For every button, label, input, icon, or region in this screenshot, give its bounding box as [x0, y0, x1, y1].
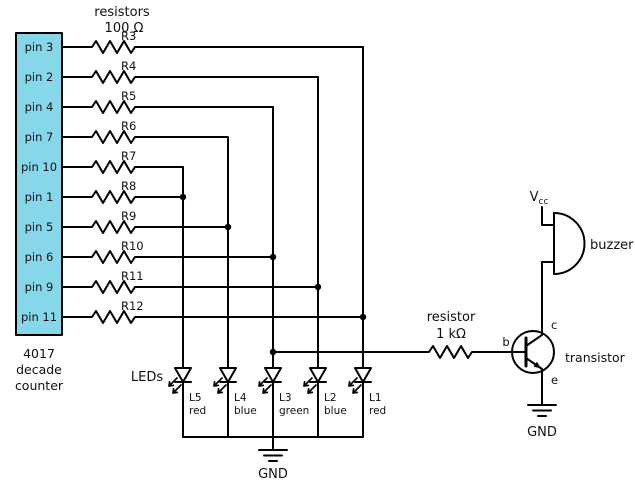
led-cathode-bus: [182, 381, 364, 438]
resistor-bank-title: resistors: [94, 5, 150, 20]
resistor-r11-symbol: [87, 280, 141, 294]
ic-pin-11-label: pin 11: [21, 310, 57, 324]
ic-pin-7-label: pin 7: [25, 130, 54, 144]
resistor-r8-label: R8: [121, 179, 136, 193]
resistor-r7-symbol: [87, 160, 141, 174]
resistor-r3-label: R3: [121, 29, 136, 43]
led-l5-id: L5: [189, 392, 202, 404]
ic-pin-9-label: pin 9: [25, 280, 54, 294]
led-l5-symbol: [168, 367, 192, 394]
resistor-r5-symbol: [87, 100, 141, 114]
ic-name-line1: 4017: [23, 346, 55, 361]
led-l4-symbol: [213, 367, 237, 394]
base-resistor-value: 1 kΩ: [436, 327, 466, 342]
ic-pin-2-label: pin 2: [25, 70, 54, 84]
transistor-base-label: b: [502, 335, 509, 349]
base-resistor-symbol: [424, 345, 478, 359]
ic-name-line3: counter: [15, 378, 64, 393]
gnd-label-transistor: GND: [527, 425, 557, 440]
ic-pin-4-label: pin 4: [25, 100, 54, 114]
led-l3-color: green: [279, 405, 309, 417]
resistor-r9-label: R9: [121, 209, 136, 223]
junction-dot: [224, 223, 232, 231]
transistor-collector-label: c: [551, 318, 557, 332]
junction-dot: [269, 253, 277, 261]
ground-symbol-transistor: [527, 391, 557, 417]
ic-name-line2: decade: [16, 362, 62, 377]
resistor-r6-symbol: [87, 130, 141, 144]
transistor-emitter-arrow: [533, 361, 541, 369]
led-l1-color: red: [369, 405, 386, 417]
led-l4-id: L4: [234, 392, 247, 404]
wiring-layer: [15, 32, 586, 462]
led-l4-color: blue: [234, 405, 257, 417]
led-l1-id: L1: [369, 392, 382, 404]
transistor-circle: [511, 330, 555, 374]
resistor-r4-label: R4: [121, 59, 136, 73]
transistor-emitter-lead: [525, 357, 543, 393]
transistor-collector-lead: [525, 261, 543, 347]
vcc-label: Vcc: [530, 190, 549, 207]
gnd-label-leds: GND: [258, 467, 288, 482]
ic-pin-10-label: pin 10: [21, 160, 57, 174]
resistor-r10-symbol: [87, 250, 141, 264]
transistor-emitter-label: e: [551, 373, 558, 387]
ground-symbol-leds: [258, 436, 288, 462]
wire-r6-to-led4: [61, 136, 229, 369]
ic-pin-5-label: pin 5: [25, 220, 54, 234]
led-l2-id: L2: [324, 392, 337, 404]
labels-layer: resistors 100 Ω pin 3 pin 2 pin 4 pin 7 …: [15, 5, 634, 482]
base-resistor-label: resistor: [427, 310, 476, 325]
resistor-r12-label: R12: [121, 299, 144, 313]
junction-dot: [314, 283, 322, 291]
buzzer-dome: [553, 212, 586, 275]
resistor-r6-label: R6: [121, 119, 136, 133]
wire-r3-to-led1: [61, 46, 364, 369]
buzzer-label: buzzer: [590, 238, 634, 253]
junction-dot: [179, 193, 187, 201]
resistor-r10-label: R10: [121, 239, 144, 253]
resistor-r8-symbol: [87, 190, 141, 204]
transistor-label: transistor: [565, 350, 626, 365]
resistor-r3-symbol: [87, 40, 141, 54]
ic-4017-body: [15, 32, 63, 336]
wire-r4-to-led2: [61, 76, 319, 369]
led-l2-symbol: [303, 367, 327, 394]
wire-r5-to-led3: [61, 106, 274, 369]
led-l3-symbol: [258, 367, 282, 394]
ic-pin-6-label: pin 6: [25, 250, 54, 264]
led-l3-id: L3: [279, 392, 292, 404]
resistor-r11-label: R11: [121, 269, 144, 283]
leds-group-label: LEDs: [131, 370, 163, 385]
resistor-bank-value: 100 Ω: [105, 21, 144, 36]
resistor-r4-symbol: [87, 70, 141, 84]
led-l1-symbol: [348, 367, 372, 394]
resistor-r9-symbol: [87, 220, 141, 234]
wire-r7-to-led5: [61, 166, 184, 369]
junction-dot: [359, 313, 367, 321]
buzzer-terminal-wires: [541, 206, 555, 263]
resistor-r5-label: R5: [121, 89, 136, 103]
ic-pin-1-label: pin 1: [25, 190, 54, 204]
resistor-r12-symbol: [87, 310, 141, 324]
junction-dot: [269, 348, 277, 356]
resistor-r7-label: R7: [121, 149, 136, 163]
led-l5-color: red: [189, 405, 206, 417]
led-l2-color: blue: [324, 405, 347, 417]
junction-dots: [179, 193, 367, 356]
ic-pin-3-label: pin 3: [25, 40, 54, 54]
